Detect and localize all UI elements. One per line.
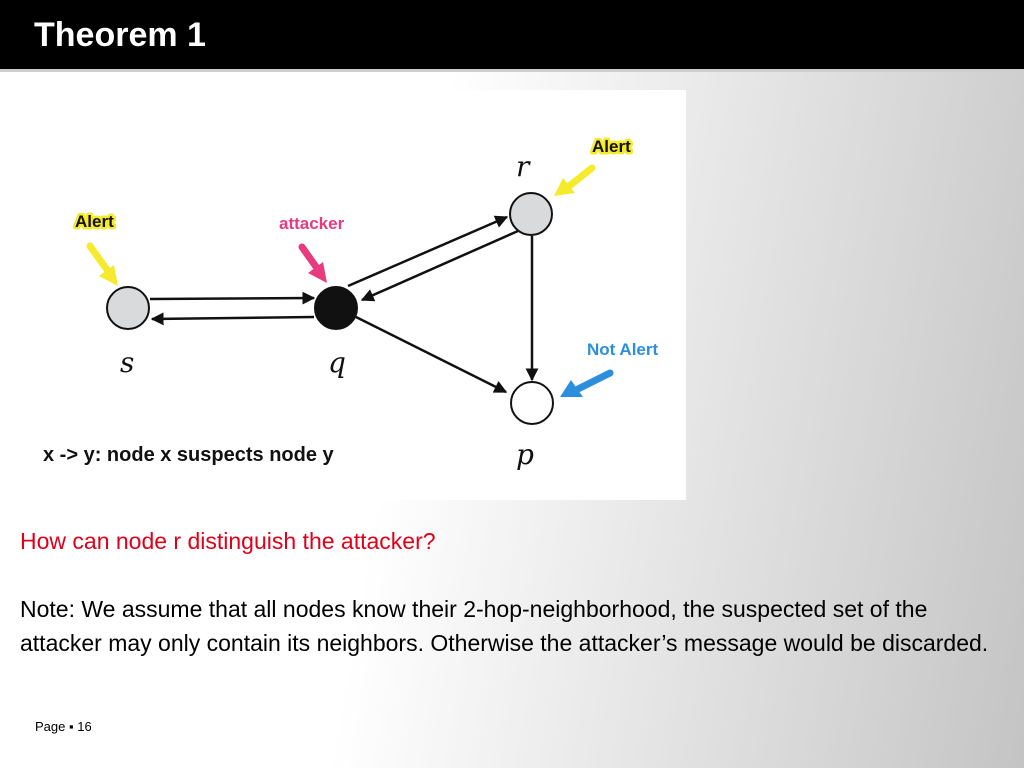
page-number: 16	[77, 719, 92, 734]
question-text: How can node r distinguish the attacker?	[20, 528, 436, 554]
page-separator: ▪	[69, 719, 74, 734]
node-p	[510, 381, 554, 425]
node-q	[314, 286, 358, 330]
network-diagram: s q r p Alert attacker Alert Not Alert x…	[22, 90, 686, 500]
edge-q-to-r	[347, 215, 509, 288]
attacker-arrow-icon	[298, 243, 327, 283]
node-r	[509, 192, 553, 236]
node-label-q: q	[328, 346, 346, 379]
attacker-badge: attacker	[279, 214, 345, 233]
alert-badge-r: Alert	[592, 137, 631, 156]
node-label-s: s	[120, 346, 134, 379]
slide-title: Theorem 1	[34, 16, 206, 54]
node-label-r: r	[516, 150, 531, 183]
edge-q-to-s	[150, 312, 315, 326]
alert-r-arrow-icon	[554, 164, 596, 196]
not-alert-arrow-icon	[560, 369, 614, 397]
title-bar: Theorem 1	[0, 0, 1024, 72]
alert-s-arrow-icon	[86, 242, 118, 286]
not-alert-badge-p: Not Alert	[587, 340, 658, 359]
note-text: Note: We assume that all nodes know thei…	[20, 596, 989, 656]
diagram-canvas: s q r p Alert attacker Alert Not Alert x…	[41, 135, 660, 472]
alert-badge-s: Alert	[75, 212, 114, 231]
diagram-legend: x -> y: node x suspects node y	[43, 444, 335, 466]
edge-r-to-q	[360, 229, 519, 302]
page-footer: Page ▪ 16	[35, 719, 92, 734]
edges	[149, 215, 539, 394]
page-label: Page	[35, 719, 66, 734]
edge-s-to-q	[149, 291, 316, 305]
node-s	[106, 286, 150, 330]
edge-q-to-p	[355, 315, 508, 394]
node-label-p: p	[516, 438, 534, 471]
